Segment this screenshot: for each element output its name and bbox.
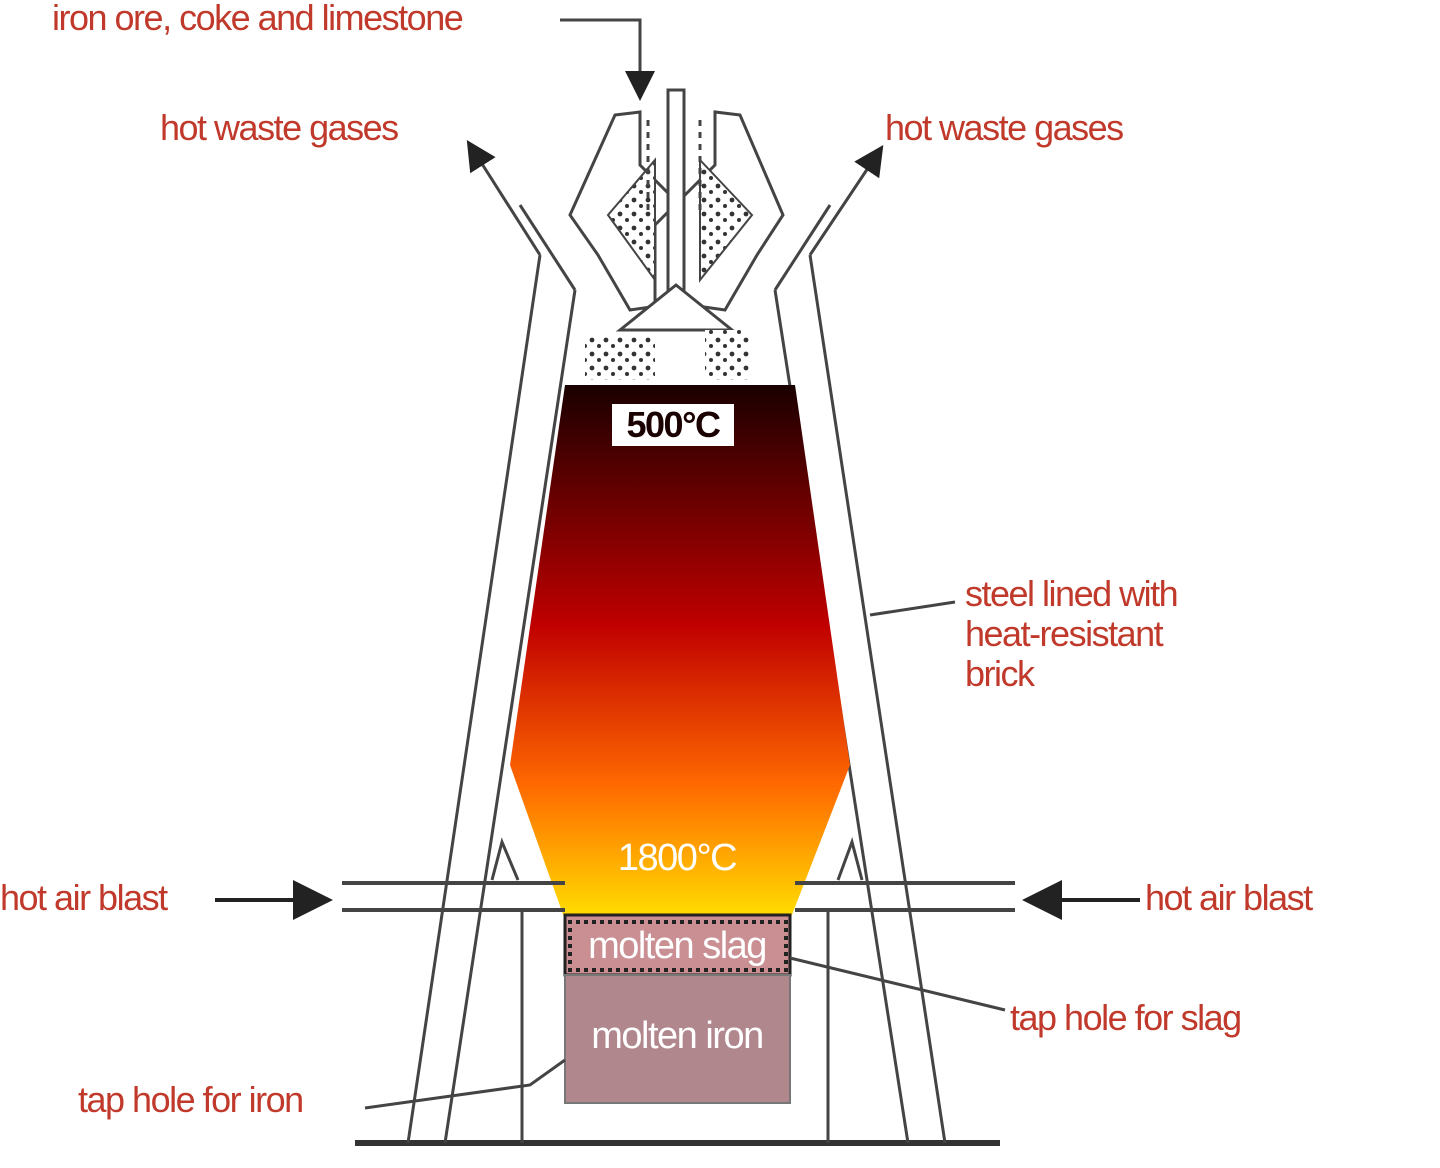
tap-iron-leader-line bbox=[364, 1058, 566, 1110]
air-blast-left-label: hot air blast bbox=[0, 877, 168, 918]
molten-iron-layer bbox=[564, 974, 791, 1104]
charge-scatter bbox=[585, 330, 750, 380]
shell-label-line1: steel lined with bbox=[965, 573, 1177, 614]
shell-label-line3: brick bbox=[965, 653, 1036, 694]
feed-label: iron ore, coke and limestone bbox=[52, 0, 463, 38]
shell-label-line2: heat-resistant bbox=[965, 613, 1164, 654]
waste-gas-left-label: hot waste gases bbox=[160, 107, 398, 148]
waste-gas-right-label: hot waste gases bbox=[885, 107, 1123, 148]
air-blast-pipes bbox=[342, 881, 1015, 912]
molten-iron-label: molten iron bbox=[591, 1015, 762, 1057]
tap-slag-label: tap hole for slag bbox=[1010, 997, 1241, 1038]
tap-iron-label: tap hole for iron bbox=[78, 1079, 303, 1120]
shell-leader-line bbox=[869, 600, 956, 617]
tap-slag-leader-line bbox=[789, 956, 1006, 1012]
air-blast-right-label: hot air blast bbox=[1145, 877, 1313, 918]
molten-slag-label: molten slag bbox=[588, 925, 766, 967]
waste-gas-pipes bbox=[466, 139, 884, 291]
top-temp-label: 500°C bbox=[627, 404, 721, 445]
hopper bbox=[568, 88, 785, 332]
bottom-temp-label: 1800°C bbox=[618, 837, 736, 879]
feed-arrow bbox=[560, 18, 655, 101]
furnace-hot-zone bbox=[510, 385, 850, 920]
top-temp-box bbox=[612, 404, 734, 446]
